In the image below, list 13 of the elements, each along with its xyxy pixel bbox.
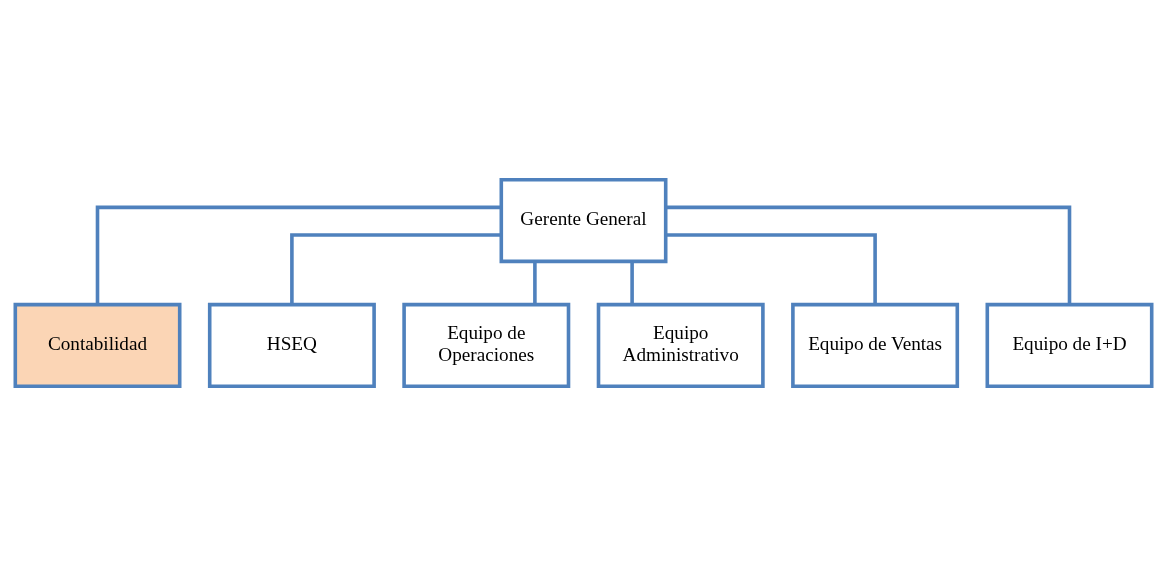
connector: [95, 205, 502, 304]
node-box: Equipo de I+D: [985, 302, 1154, 388]
node-box: HSEQ: [207, 302, 376, 388]
node-box: Gerente General: [499, 177, 668, 263]
node-box: Equipo de Operaciones: [402, 302, 571, 388]
connector: [665, 232, 877, 304]
connector: [533, 260, 537, 304]
connector: [630, 260, 634, 304]
node-box: Contabilidad: [13, 302, 182, 388]
connector: [290, 232, 502, 304]
connector: [665, 205, 1072, 304]
node-box: Equipo Administrativo: [596, 302, 765, 388]
node-box: Equipo de Ventas: [791, 302, 960, 388]
